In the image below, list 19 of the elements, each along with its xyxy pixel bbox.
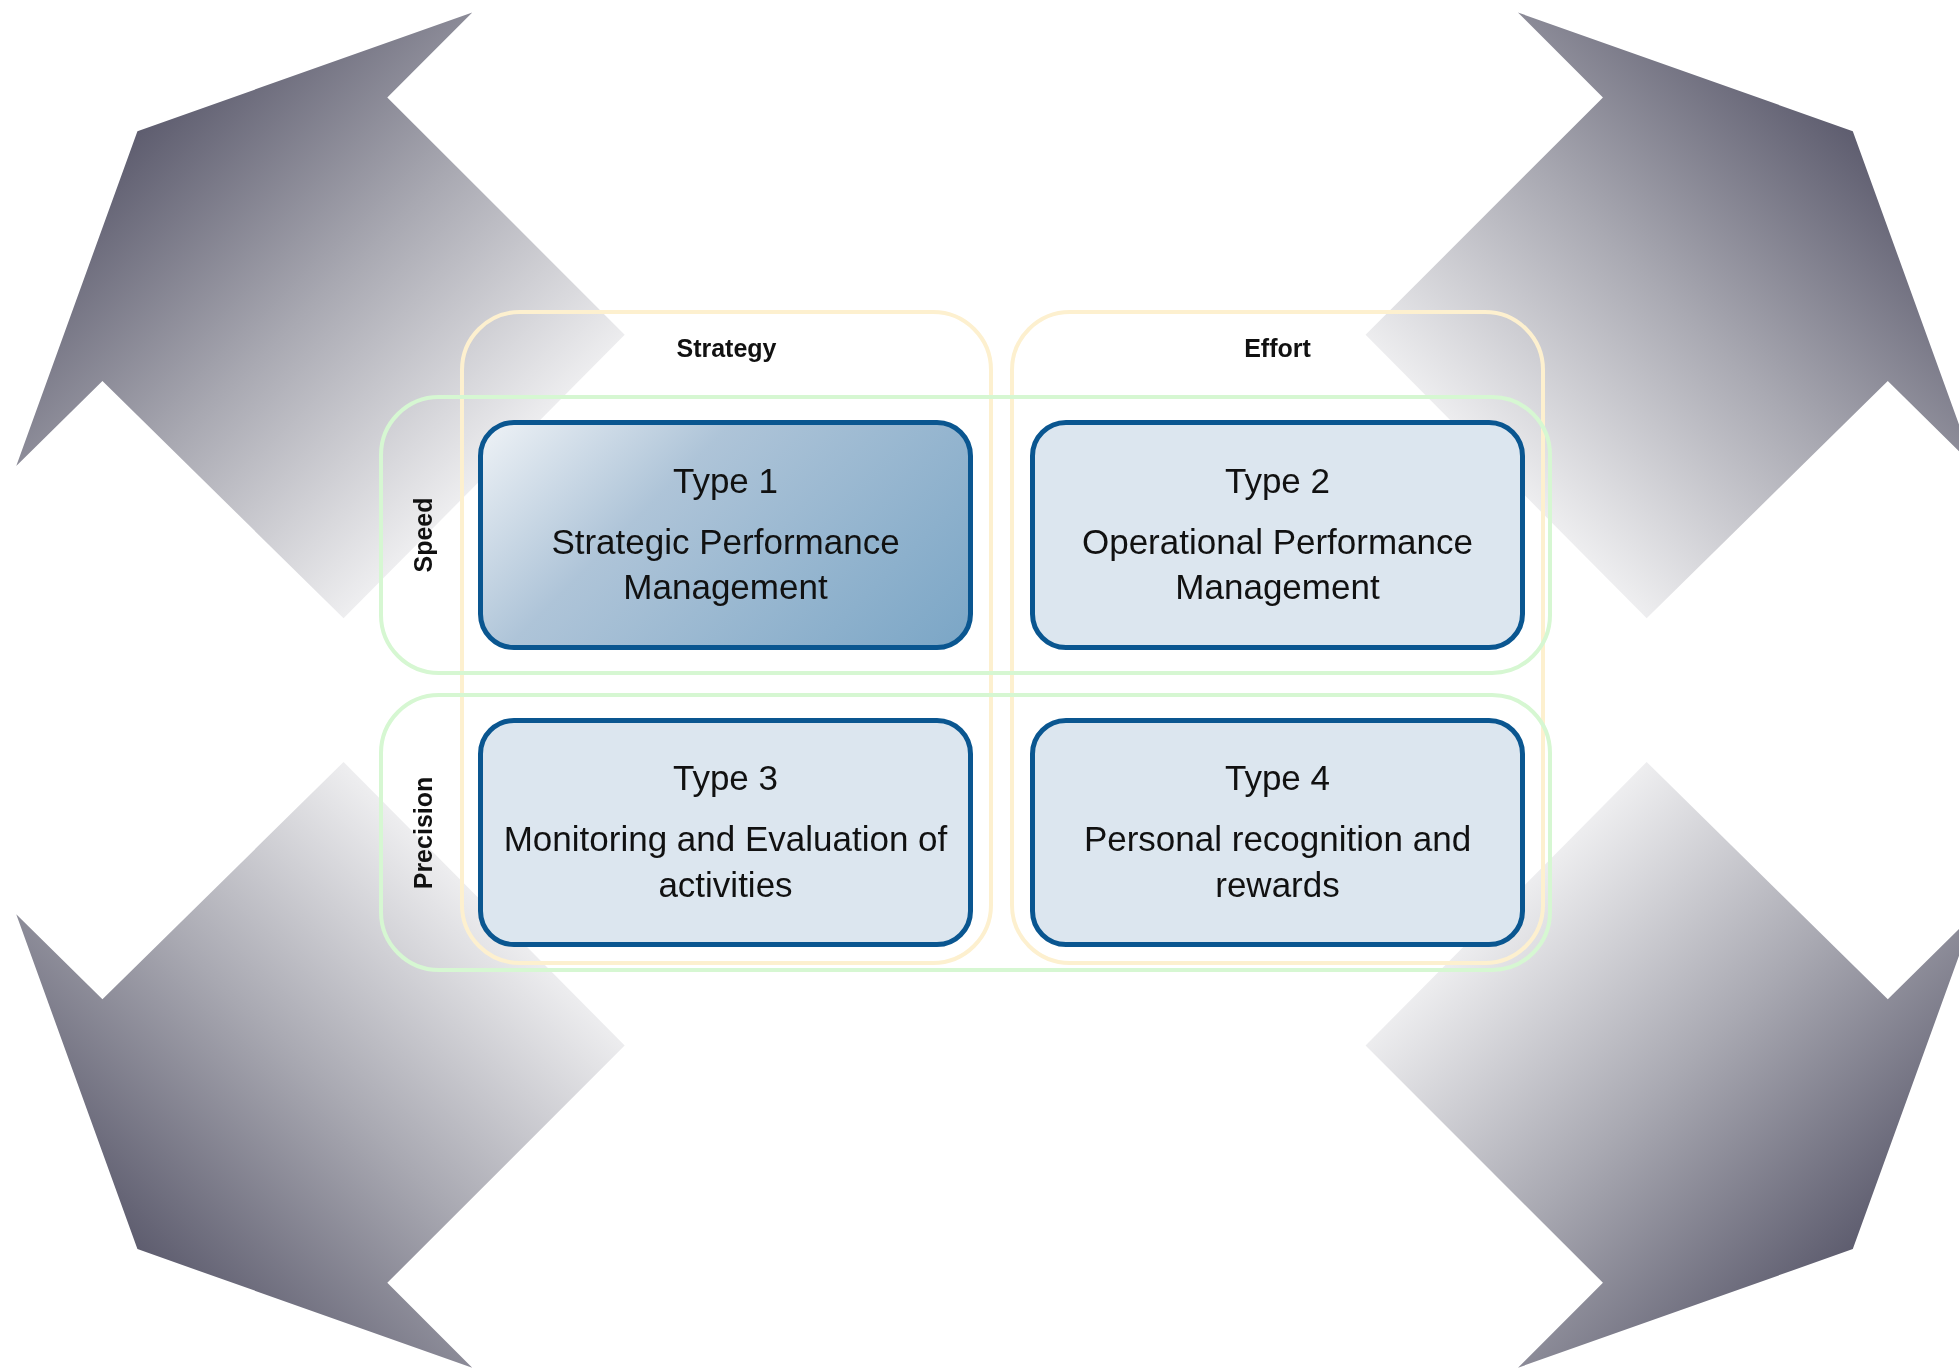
card-title: Type 3	[672, 758, 779, 798]
card-text: Strategic Performance Management	[550, 520, 901, 608]
card-text: Operational Performance Management	[1080, 520, 1474, 608]
quadrant-card	[478, 718, 973, 947]
row-group	[379, 395, 1552, 675]
group-label: Strategy	[676, 334, 777, 363]
card-text: Monitoring and Evaluation of activities	[502, 818, 949, 906]
card-title: Type 4	[1224, 758, 1331, 798]
column-group	[460, 310, 993, 965]
quadrant-card	[1030, 420, 1525, 650]
group-label: Effort	[1244, 334, 1311, 363]
card-title: Type 2	[1224, 460, 1331, 501]
card-title: Type 1	[672, 460, 779, 501]
group-label: Precision	[408, 776, 438, 889]
group-label: Speed	[408, 497, 438, 573]
quadrant-card	[478, 420, 973, 650]
card-text: Personal recognition and rewards	[1082, 818, 1473, 906]
row-group	[379, 693, 1552, 972]
quadrant-card	[1030, 718, 1525, 947]
